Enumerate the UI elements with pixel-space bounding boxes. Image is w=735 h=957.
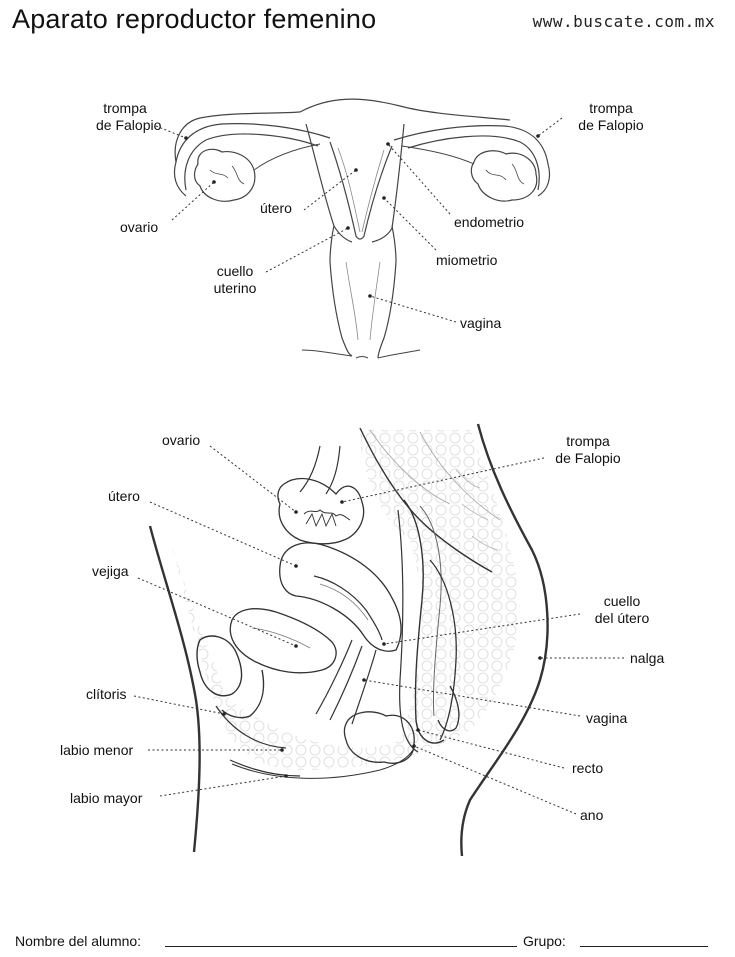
labia [215,705,301,777]
label-vagina-side: vagina [586,710,628,726]
label-line: de Falopio [96,117,162,133]
label-line: trompa [589,100,633,116]
page-title: Aparato reproductor femenino [12,4,377,34]
pubic-bone [196,635,243,697]
label-line: del útero [594,610,650,626]
right-fallopian-tube [393,125,549,165]
label-line: uterino [213,280,257,296]
label-vejiga: vejiga [92,563,129,579]
leader-lines [133,117,624,815]
body-outline-front [148,525,201,853]
group-field[interactable] [580,946,708,947]
label-utero-front: útero [260,200,292,216]
label-ano: ano [580,807,604,823]
uterus-fundus [299,98,511,121]
left-fallopian-tube [175,123,331,163]
side-fallopian-tube [277,477,365,545]
student-name-field[interactable] [165,946,517,947]
label-utero-side: útero [108,488,140,504]
label-vagina-front: vagina [460,315,502,331]
uterus-body [305,123,405,243]
pelvic-tissue [170,430,520,770]
cervix [329,225,397,263]
label-ovario-front: ovario [120,219,159,235]
side-ovary [303,509,351,521]
vagina-front [329,261,397,359]
website-url: www.buscate.com.mx [532,12,715,31]
group-label: Grupo: [523,933,566,949]
anal-canal [343,711,415,764]
front-view-diagram [173,98,551,359]
label-trompa-side: trompa de Falopio [548,433,628,467]
label-nalga: nalga [630,650,665,666]
label-labio-menor: labio menor [60,742,134,758]
label-line: de Falopio [555,450,621,466]
label-line: cuello [603,593,641,609]
left-ovary [193,148,256,202]
student-name-label: Nombre del alumno: [15,933,142,949]
label-line: trompa [566,433,610,449]
label-clitoris: clítoris [86,686,127,702]
bladder [229,608,337,674]
label-recto: recto [572,760,604,776]
label-line: cuello [216,263,254,279]
side-uterus [279,542,402,652]
leader-dots [184,134,542,778]
uterine-cavity [329,141,393,240]
side-vagina [315,639,377,725]
label-endometrio: endometrio [454,214,525,230]
label-ovario-side: ovario [162,432,201,448]
label-miometrio: miometrio [436,252,498,268]
label-labio-mayor: labio mayor [70,790,143,806]
label-trompa-right: trompa de Falopio [575,100,647,134]
colon-loop [429,559,460,741]
buttock-outline [460,423,549,857]
right-ovary [470,150,538,202]
label-cuello-del-utero: cuello del útero [586,593,658,627]
label-line: de Falopio [578,117,644,133]
side-view-diagram [148,423,549,857]
label-trompa-left: trompa de Falopio [96,100,162,134]
rectum [403,499,445,744]
label-cuello-uterino: cuello uterino [206,263,264,297]
label-line: trompa [103,100,147,116]
